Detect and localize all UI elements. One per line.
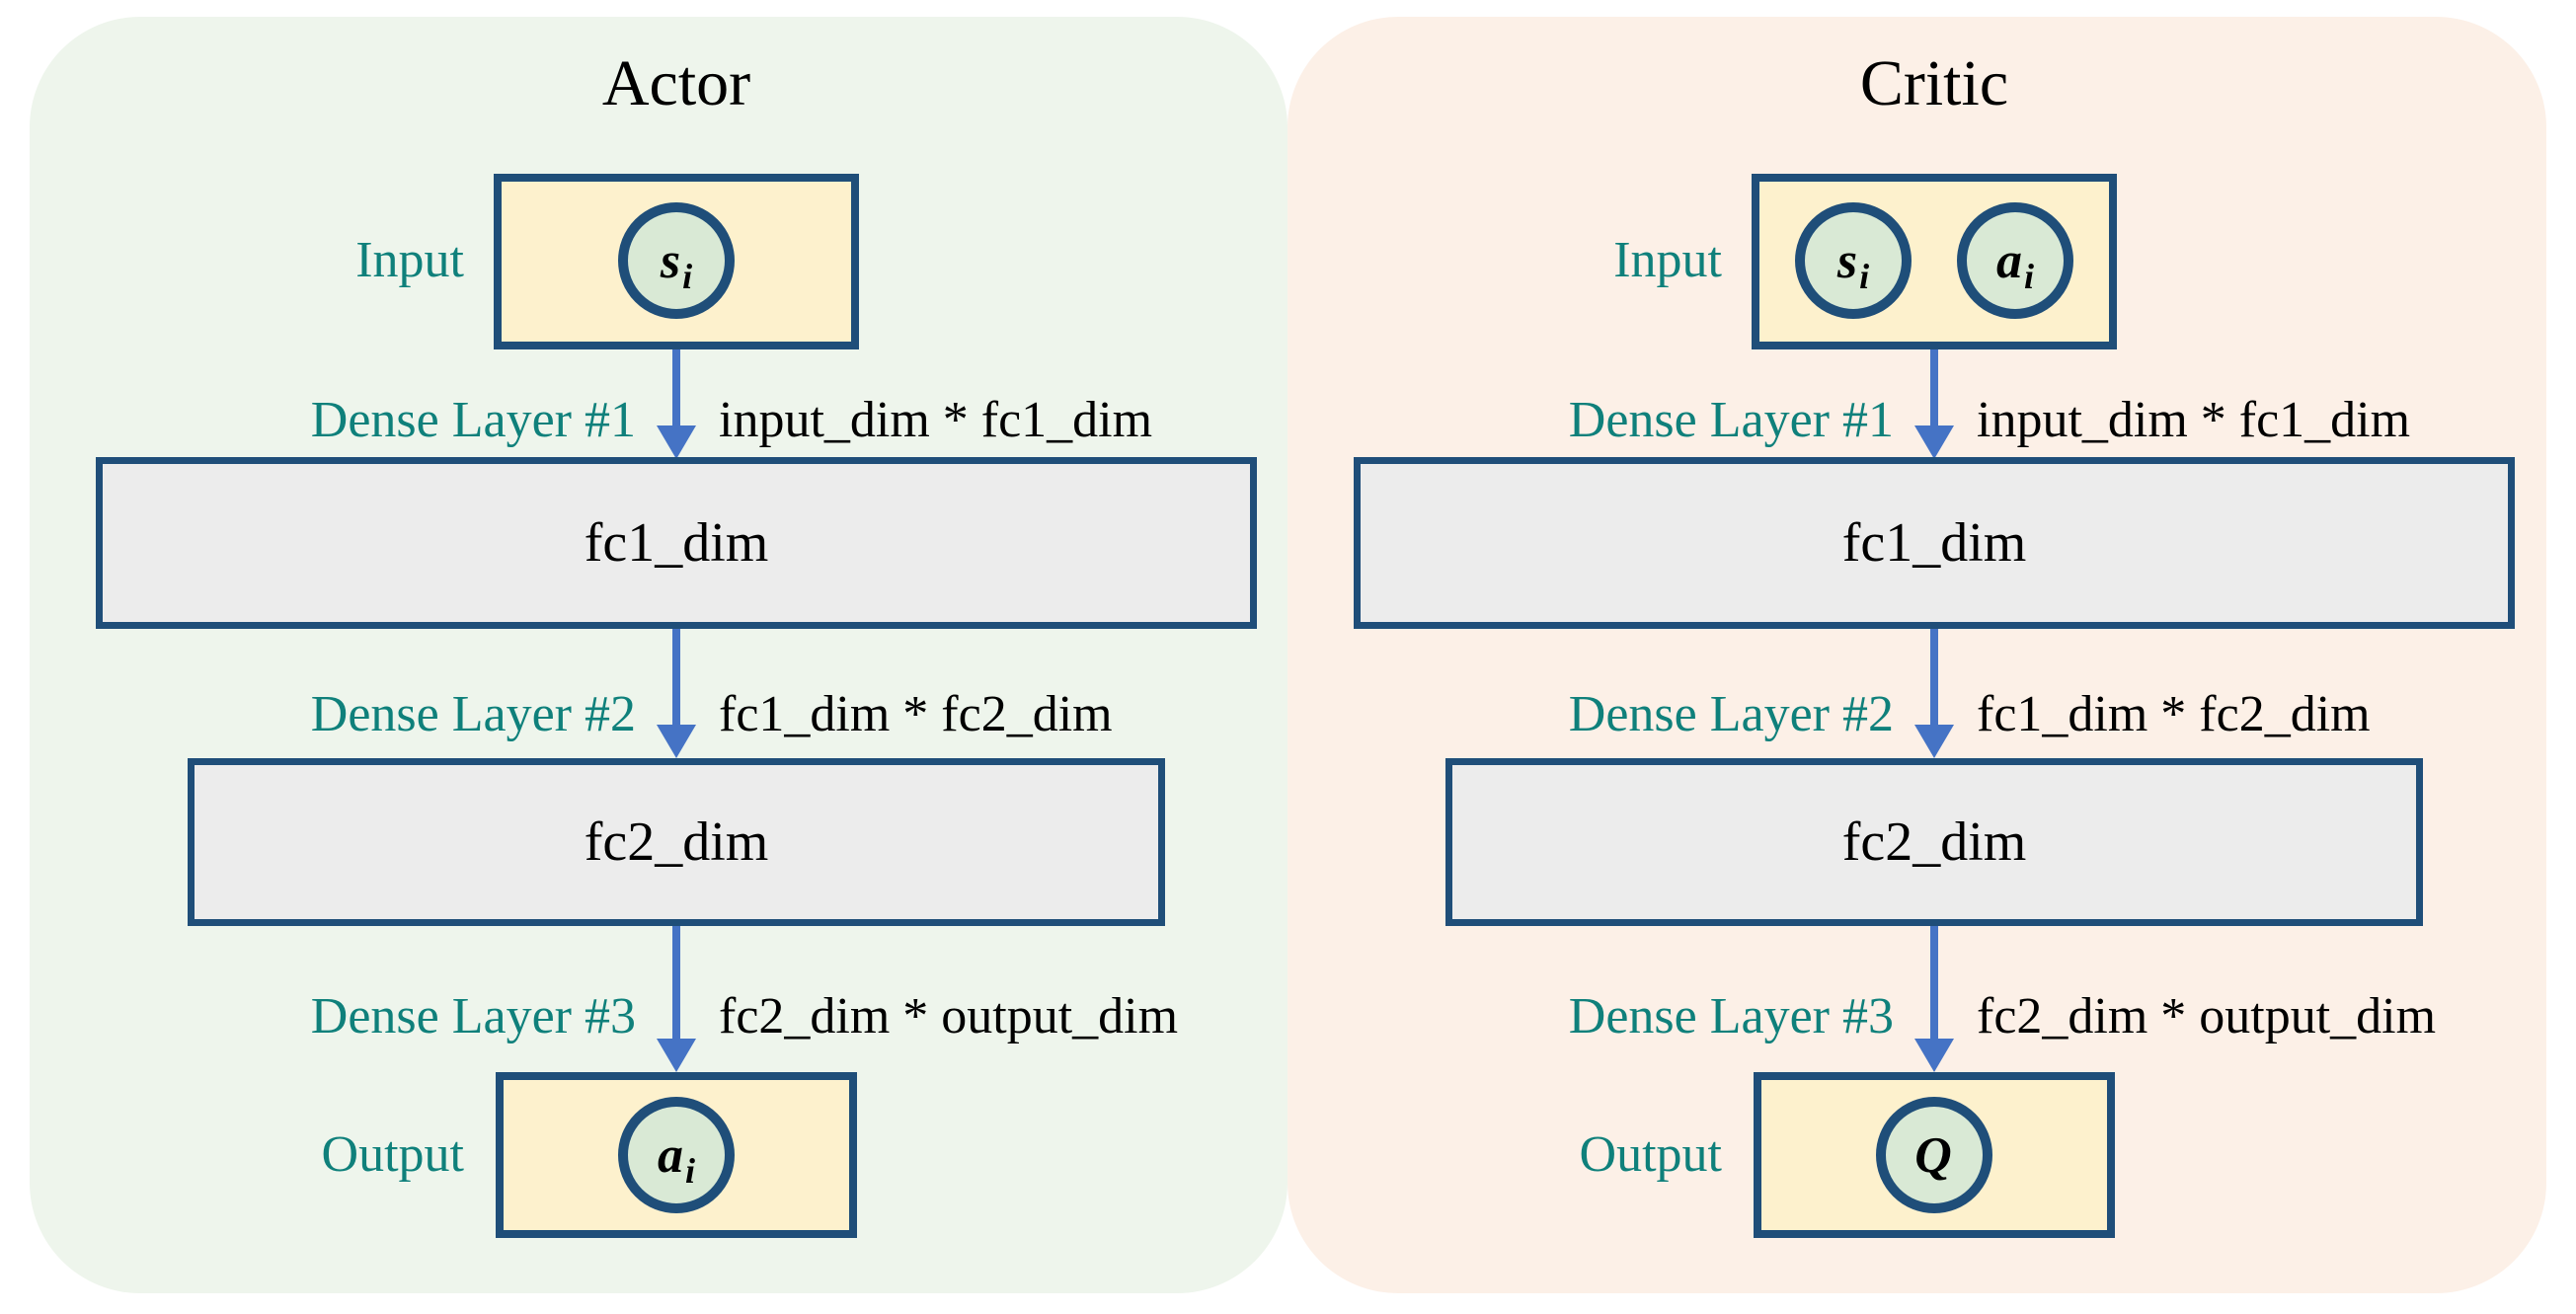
actor-arrow-1-line	[672, 349, 680, 428]
critic-fc2-box: fc2_dim	[1445, 758, 2423, 926]
critic-arrow-3-line	[1930, 926, 1938, 1042]
actor-fc2-box-label: fc2_dim	[584, 812, 769, 873]
actor-arrow-3-head-icon	[657, 1039, 696, 1072]
actor-weights-1-label: input_dim * fc1_dim	[719, 392, 1153, 448]
critic-weights-3-label: fc2_dim * output_dim	[1977, 988, 2437, 1044]
actor-dense-layer-1-label: Dense Layer #1	[310, 392, 636, 448]
critic-fc1-box-label: fc1_dim	[1841, 512, 2027, 574]
actor-action-node: ai	[618, 1097, 735, 1213]
critic-dense-layer-1-label: Dense Layer #1	[1568, 392, 1894, 448]
critic-action-node-label: ai	[1995, 232, 2034, 296]
actor-action-node-label: ai	[657, 1126, 695, 1191]
actor-dense-layer-2-label: Dense Layer #2	[310, 686, 636, 742]
actor-arrow-3-line	[672, 926, 680, 1042]
actor-fc2-box: fc2_dim	[188, 758, 1165, 926]
critic-q-value-node: Q	[1876, 1097, 1992, 1213]
critic-input-label: Input	[1613, 232, 1722, 288]
actor-weights-3-label: fc2_dim * output_dim	[719, 988, 1179, 1044]
actor-weights-2-label: fc1_dim * fc2_dim	[719, 686, 1113, 742]
critic-fc1-box: fc1_dim	[1354, 457, 2515, 629]
actor-output-label: Output	[321, 1126, 464, 1183]
actor-panel: Actor Input si Dense Layer #1 input_dim …	[30, 17, 1288, 1293]
critic-arrow-2-head-icon	[1914, 725, 1954, 758]
critic-state-node-label: si	[1836, 232, 1870, 296]
critic-state-node: si	[1795, 202, 1912, 319]
critic-fc2-box-label: fc2_dim	[1841, 812, 2027, 873]
actor-dense-layer-3-label: Dense Layer #3	[310, 988, 636, 1044]
actor-input-label: Input	[355, 232, 464, 288]
critic-arrow-1-head-icon	[1914, 425, 1954, 459]
critic-dense-layer-3-label: Dense Layer #3	[1568, 988, 1894, 1044]
actor-arrow-2-head-icon	[657, 725, 696, 758]
actor-state-node-label: si	[660, 232, 693, 296]
actor-state-node: si	[618, 202, 735, 319]
critic-weights-2-label: fc1_dim * fc2_dim	[1977, 686, 2371, 742]
actor-arrow-2-line	[672, 629, 680, 728]
critic-arrow-2-line	[1930, 629, 1938, 728]
actor-fc1-box-label: fc1_dim	[584, 512, 769, 574]
critic-output-label: Output	[1579, 1126, 1722, 1183]
critic-q-value-node-label: Q	[1914, 1126, 1952, 1184]
critic-panel-title: Critic	[1859, 47, 2009, 119]
actor-fc1-box: fc1_dim	[96, 457, 1257, 629]
critic-action-node: ai	[1957, 202, 2073, 319]
critic-weights-1-label: input_dim * fc1_dim	[1977, 392, 2411, 448]
critic-arrow-3-head-icon	[1914, 1039, 1954, 1072]
critic-dense-layer-2-label: Dense Layer #2	[1568, 686, 1894, 742]
critic-panel: Critic Input si ai Dense Layer #1 input_…	[1288, 17, 2546, 1293]
actor-arrow-1-head-icon	[657, 425, 696, 459]
actor-panel-title: Actor	[601, 47, 751, 119]
critic-arrow-1-line	[1930, 349, 1938, 428]
